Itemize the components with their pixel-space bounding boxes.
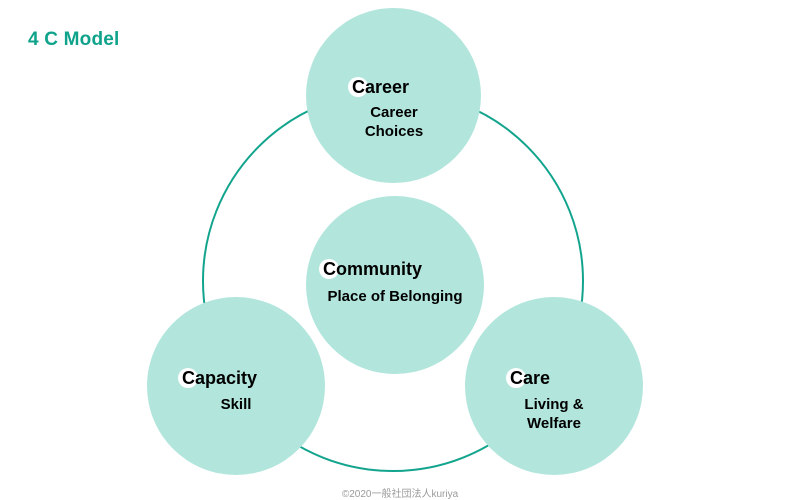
capacity-description-line-1: Skill [220,396,252,413]
community-heading: Community [323,259,422,279]
capacity-heading: Capacity [182,368,257,388]
career-description: Career Choices [344,103,444,141]
community-initial-highlight [319,259,339,279]
career-description-line-1: Career [370,104,418,121]
community-description-line-1: Place of Belonging [327,288,463,305]
career-heading-text: Career [352,77,410,97]
career-initial-highlight [348,77,368,97]
page-title: 4 C Model [28,29,120,50]
capacity-heading-text: Capacity [182,368,258,388]
care-heading: Care [510,368,550,388]
capacity-description: Skill [196,395,276,414]
care-circle [465,297,643,475]
care-initial-highlight [506,368,526,388]
care-description-line-1: Living & [524,396,584,413]
career-circle [306,8,481,183]
community-heading-text: Community [323,259,422,279]
care-description: Living & Welfare [504,395,604,433]
care-description-line-2: Welfare [527,415,581,432]
copyright-footer: ©2020一般社団法人kuriya [341,489,459,500]
capacity-circle [147,297,325,475]
career-description-line-2: Choices [364,123,424,140]
community-description: Place of Belonging [315,287,475,306]
career-heading: Career [352,77,409,97]
capacity-initial-highlight [178,368,198,388]
care-heading-text: Care [510,368,551,388]
community-circle [306,196,484,374]
